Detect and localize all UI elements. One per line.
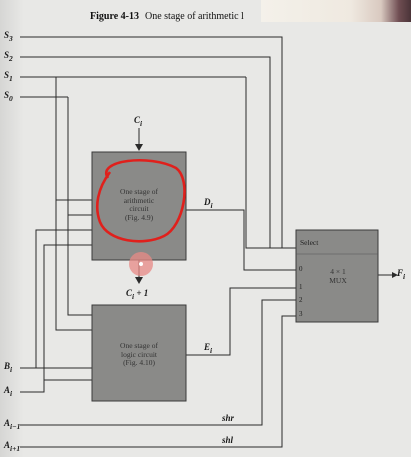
wire-s1-logic: [56, 77, 92, 330]
label-ai: Ai: [4, 386, 12, 397]
mux-input-0: 0: [299, 266, 303, 273]
label-ei: Ei: [204, 343, 212, 354]
mux-name-label: 4 × 1 MUX: [318, 268, 358, 285]
wire-s0-logic: [68, 97, 92, 315]
label-s0: S0: [4, 91, 13, 102]
wire-s1-select: [246, 77, 296, 248]
logic-box-line3: (Fig. 4.10): [104, 359, 174, 368]
label-shr: shr: [222, 414, 234, 423]
label-ci: Ci: [134, 116, 142, 127]
label-shl: shl: [222, 436, 233, 445]
mux-input-1: 1: [299, 284, 303, 291]
cursor-dot: [139, 262, 143, 266]
arith-box-label: One stage of arithmetic circuit (Fig. 4.…: [104, 188, 174, 223]
label-fi: Fi: [397, 269, 405, 280]
arrow-ci-plus: [135, 277, 143, 284]
mux-input-3: 3: [299, 311, 303, 318]
label-bi: Bi: [4, 362, 12, 373]
label-ai-plus-1: Ai+1: [4, 441, 20, 452]
wire-di: [186, 210, 296, 270]
label-s1: S1: [4, 71, 13, 82]
mux-name-line2: MUX: [318, 277, 358, 286]
label-s2: S2: [4, 51, 13, 62]
label-ci-plus-1: Ci + 1: [126, 289, 148, 300]
arith-box-line4: (Fig. 4.9): [104, 214, 174, 223]
logic-box-label: One stage of logic circuit (Fig. 4.10): [104, 342, 174, 368]
mux-input-2: 2: [299, 297, 303, 304]
label-s3: S3: [4, 31, 13, 42]
label-ai-minus-1: Ai−1: [4, 419, 20, 430]
mux-select-label: Select: [300, 239, 318, 247]
arrow-ci: [135, 144, 143, 151]
label-di: Di: [204, 198, 213, 209]
wire-ei: [186, 288, 296, 355]
